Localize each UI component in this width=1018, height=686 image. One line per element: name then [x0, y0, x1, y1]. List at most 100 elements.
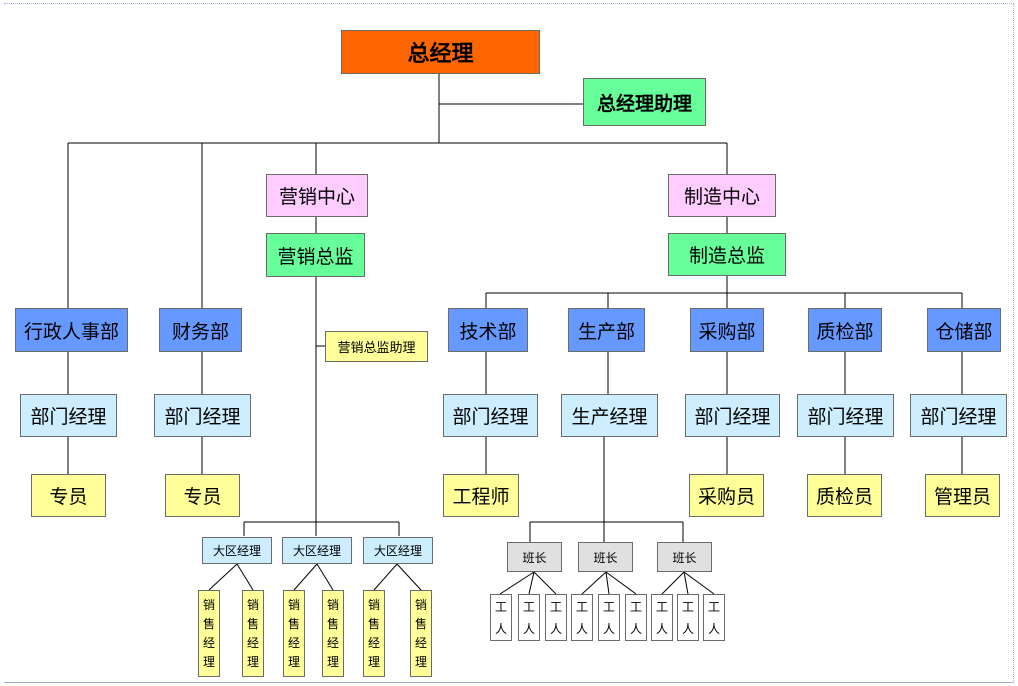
sales-manager-box: 销售经理 [410, 590, 432, 677]
frame-bottom-border [4, 682, 1014, 683]
manufacturing-center-label: 制造中心 [683, 186, 760, 208]
dept-warehouse-box: 仓储部 [927, 308, 1001, 352]
worker-label: 工人 [681, 599, 694, 636]
sales-manager-box: 销售经理 [242, 590, 264, 677]
staff-finance-box: 专员 [165, 474, 240, 517]
connector [605, 571, 637, 595]
dept-production-label: 生产部 [577, 320, 635, 343]
team-leader-label: 班长 [672, 550, 697, 565]
manufacturing-center-box: 制造中心 [668, 174, 776, 217]
dept-tech-label: 技术部 [459, 320, 517, 343]
sales-manager-box: 销售经理 [283, 590, 305, 677]
connector [499, 571, 535, 595]
connector [683, 571, 689, 595]
ceo-assistant-box: 总经理助理 [583, 78, 706, 126]
team-leader-label: 班长 [593, 550, 618, 565]
manager-admin-hr-box: 部门经理 [20, 394, 117, 437]
regional-manager-box: 大区经理 [363, 537, 433, 564]
marketing-assistant-box: 营销总监助理 [325, 331, 428, 362]
sales-manager-label: 销售经理 [326, 597, 339, 669]
manager-quality-label: 部门经理 [807, 406, 884, 428]
connector [293, 563, 318, 591]
connector [396, 563, 422, 591]
connector [683, 571, 715, 595]
staff-warehouse-label: 管理员 [933, 486, 991, 508]
worker-label: 工人 [655, 599, 668, 636]
manager-production-box: 生产经理 [561, 394, 658, 437]
regional-manager-box: 大区经理 [202, 537, 272, 564]
connector [581, 571, 607, 595]
dept-finance-label: 财务部 [171, 320, 229, 343]
connector [236, 563, 254, 591]
manager-tech-label: 部门经理 [452, 406, 529, 428]
dept-production-box: 生产部 [568, 308, 645, 352]
dept-admin-hr-label: 行政人事部 [23, 320, 119, 343]
dept-quality-label: 质检部 [816, 320, 874, 343]
team-leader-label: 班长 [522, 550, 547, 565]
regional-manager-label: 大区经理 [212, 544, 261, 558]
worker-box: 工人 [703, 594, 725, 641]
worker-label: 工人 [602, 599, 615, 636]
staff-admin-hr-label: 专员 [49, 486, 88, 508]
staff-purchasing-label: 采购员 [697, 486, 755, 508]
dept-quality-box: 质检部 [808, 308, 882, 352]
marketing-center-label: 营销中心 [278, 186, 355, 208]
team-leader-box: 班长 [578, 542, 633, 572]
worker-box: 工人 [571, 594, 593, 641]
worker-box: 工人 [518, 594, 540, 641]
team-leader-box: 班长 [507, 542, 562, 572]
worker-label: 工人 [707, 599, 720, 636]
worker-box: 工人 [490, 594, 512, 641]
marketing-director-label: 营销总监 [277, 245, 354, 268]
sales-manager-box: 销售经理 [322, 590, 344, 677]
dept-tech-box: 技术部 [448, 308, 528, 352]
frame-top-border [4, 3, 1014, 4]
dept-purchasing-box: 采购部 [690, 308, 764, 352]
connector [316, 563, 334, 591]
connector [528, 571, 535, 595]
dept-finance-box: 财务部 [159, 308, 242, 352]
manager-production-label: 生产经理 [571, 406, 648, 428]
staff-admin-hr-box: 专员 [31, 474, 106, 517]
dept-warehouse-label: 仓储部 [935, 320, 993, 343]
regional-manager-box: 大区经理 [282, 537, 352, 564]
sales-manager-label: 销售经理 [246, 597, 259, 669]
worker-label: 工人 [494, 599, 507, 636]
manufacturing-director-box: 制造总监 [668, 233, 786, 276]
connector [208, 563, 238, 591]
marketing-assistant-label: 营销总监助理 [337, 341, 416, 356]
marketing-center-box: 营销中心 [266, 174, 368, 217]
staff-quality-box: 质检员 [807, 474, 882, 517]
staff-warehouse-box: 管理员 [925, 474, 1000, 517]
marketing-director-box: 营销总监 [266, 233, 365, 277]
sales-manager-label: 销售经理 [202, 597, 215, 669]
worker-box: 工人 [625, 594, 647, 641]
connector [605, 571, 610, 595]
ceo-label: 总经理 [407, 42, 474, 67]
manager-purchasing-box: 部门经理 [685, 394, 780, 437]
connector [373, 563, 398, 591]
worker-box: 工人 [545, 594, 567, 641]
staff-quality-label: 质检员 [815, 486, 873, 508]
connector [661, 571, 685, 595]
connector [533, 571, 557, 595]
manufacturing-director-label: 制造总监 [688, 245, 765, 267]
regional-manager-label: 大区经理 [373, 544, 422, 558]
worker-box: 工人 [651, 594, 673, 641]
team-leader-box: 班长 [657, 542, 712, 572]
dept-purchasing-label: 采购部 [698, 320, 756, 343]
manager-quality-box: 部门经理 [797, 394, 894, 437]
manager-finance-label: 部门经理 [164, 406, 241, 428]
regional-manager-label: 大区经理 [292, 544, 341, 558]
sales-manager-label: 销售经理 [414, 597, 427, 669]
manager-purchasing-label: 部门经理 [694, 406, 771, 428]
manager-warehouse-label: 部门经理 [920, 406, 997, 428]
sales-manager-box: 销售经理 [363, 590, 385, 677]
sales-manager-box: 销售经理 [198, 590, 220, 677]
manager-admin-hr-label: 部门经理 [30, 406, 107, 428]
sales-manager-label: 销售经理 [367, 597, 380, 669]
worker-box: 工人 [598, 594, 620, 641]
staff-tech-label: 工程师 [452, 486, 510, 508]
frame-right-border [1013, 3, 1014, 683]
